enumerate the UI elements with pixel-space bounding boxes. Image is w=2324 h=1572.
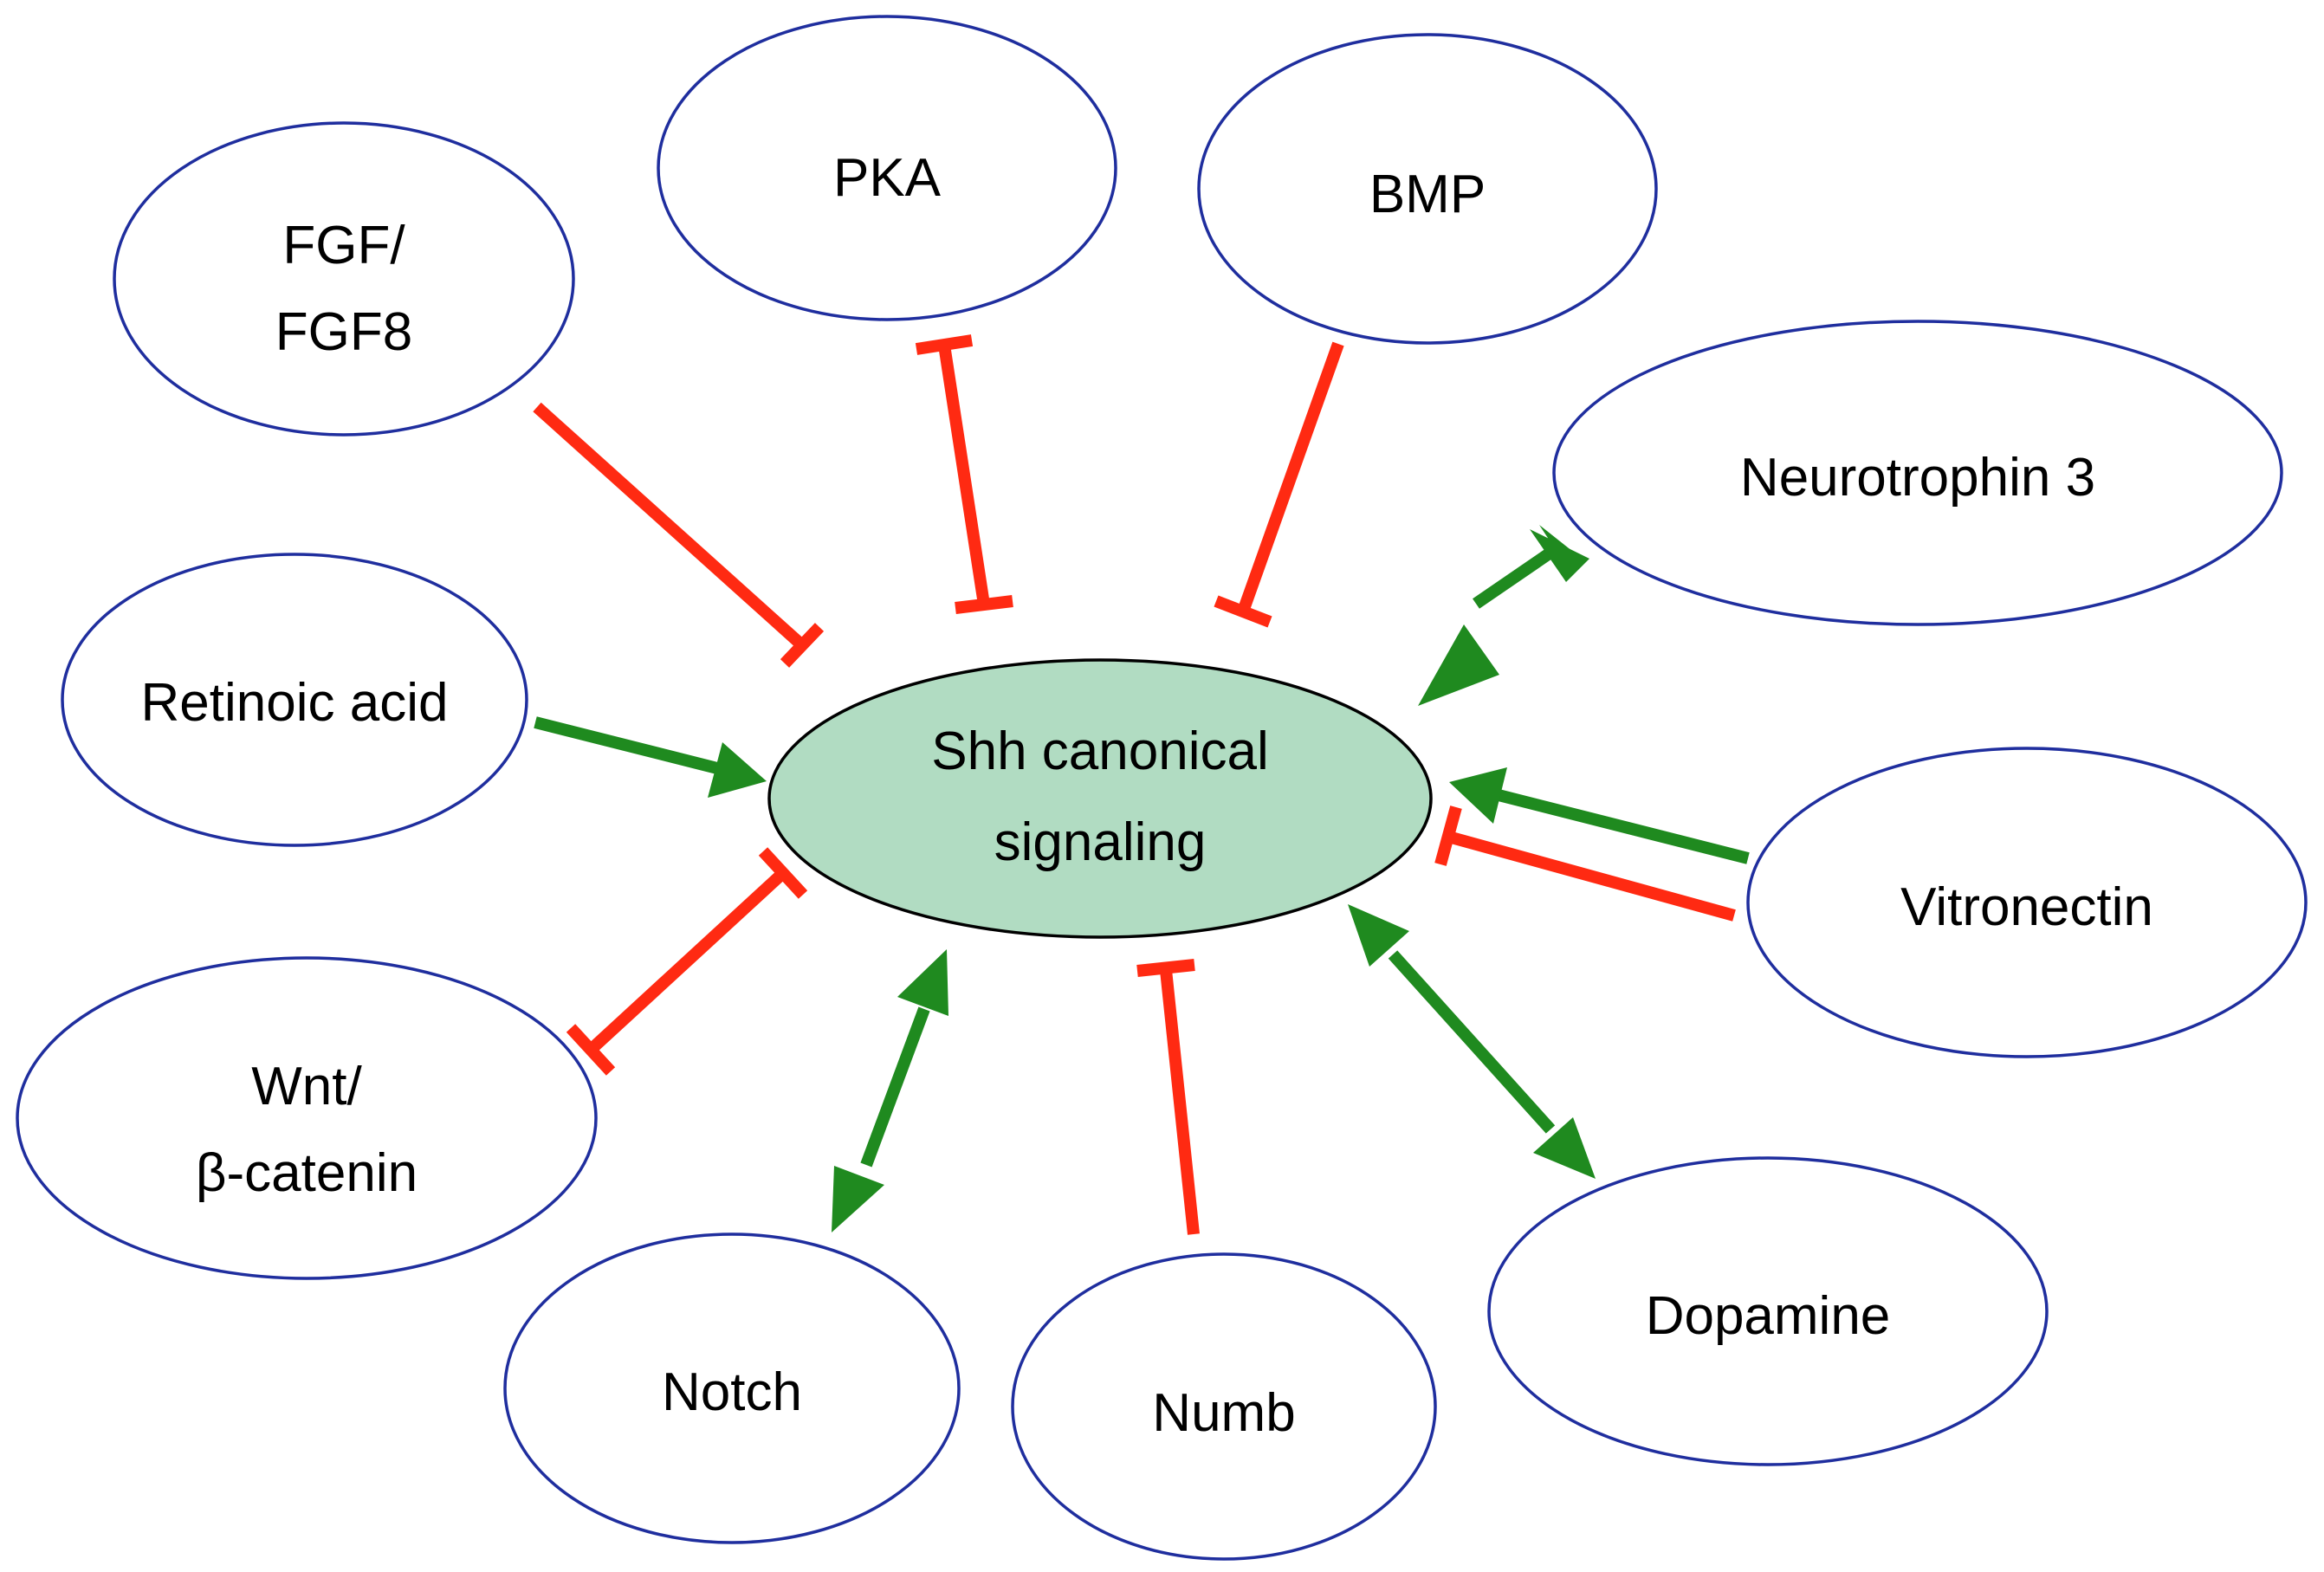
fgf-inhibition-edge	[533, 402, 825, 668]
node-pka: PKA	[657, 15, 1117, 321]
bmp-inhibition-edge	[1214, 341, 1344, 628]
node-vitronectin: Vitronectin	[1746, 747, 2308, 1058]
node-notch: Notch	[503, 1232, 961, 1544]
node-fgf: FGF/ FGF8	[113, 121, 575, 437]
node-neurotrophin3-label: Neurotrophin 3	[1740, 448, 2095, 508]
node-dopamine-label: Dopamine	[1646, 1286, 1891, 1346]
notch-bidirectional-edge	[832, 949, 948, 1232]
node-numb: Numb	[1011, 1252, 1437, 1561]
vitronectin-inhibition-edge	[1434, 805, 1736, 922]
retinoic-acid-activation-edge	[534, 716, 767, 798]
node-retinoic-acid-label: Retinoic acid	[141, 673, 449, 733]
vitronectin-activation-edge	[1449, 767, 1750, 864]
pka-inhibition-edge	[915, 334, 1013, 614]
node-fgf-label-line2: FGF8	[275, 302, 412, 362]
node-wnt-label-line2: β-catenin	[196, 1143, 418, 1203]
node-bmp-label: BMP	[1369, 165, 1486, 224]
neurotrophin3-bidirectional-edge	[1418, 525, 1589, 706]
node-neurotrophin3: Neurotrophin 3	[1552, 320, 2283, 626]
connectors	[533, 334, 1750, 1235]
center-label-line2: signaling	[994, 812, 1207, 872]
node-pka-label: PKA	[833, 148, 942, 208]
node-wnt: Wnt/ β-catenin	[16, 956, 598, 1280]
center-node: Shh canonical signaling	[767, 658, 1433, 939]
wnt-inhibition-edge	[566, 847, 808, 1076]
node-dopamine: Dopamine	[1487, 1156, 2049, 1466]
numb-inhibition-edge	[1136, 959, 1200, 1235]
dopamine-bidirectional-edge	[1348, 904, 1596, 1179]
node-vitronectin-label: Vitronectin	[1900, 877, 2153, 937]
node-numb-label: Numb	[1152, 1383, 1295, 1443]
node-notch-label: Notch	[662, 1362, 802, 1422]
node-fgf-label-line1: FGF/	[282, 216, 405, 275]
node-bmp: BMP	[1197, 33, 1658, 345]
center-label-line1: Shh canonical	[931, 721, 1269, 781]
node-wnt-label-line1: Wnt/	[251, 1057, 362, 1116]
node-retinoic-acid: Retinoic acid	[61, 553, 528, 847]
